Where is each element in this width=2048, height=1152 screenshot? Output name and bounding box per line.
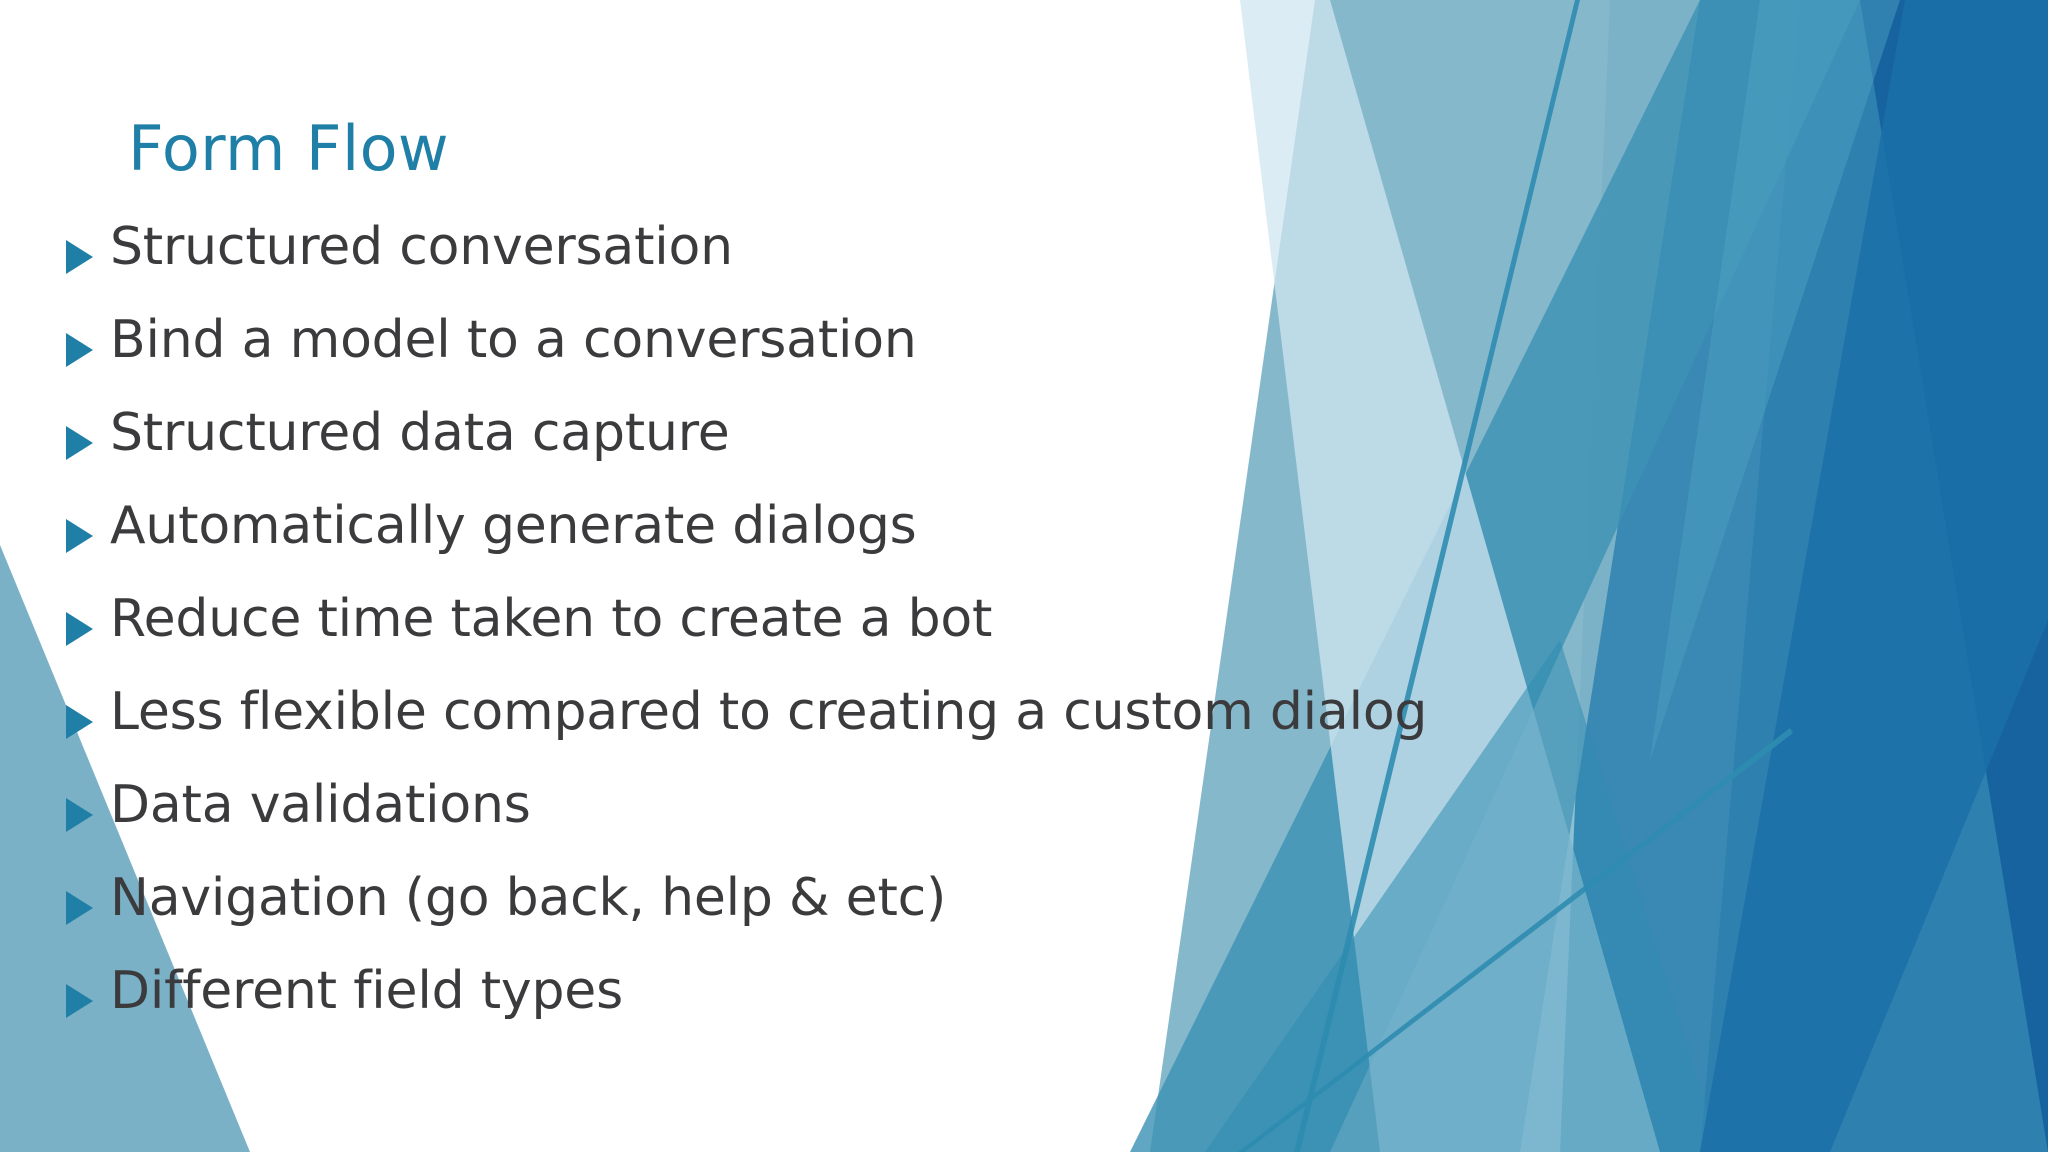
list-item-label: Less flexible compared to creating a cus… bbox=[110, 682, 1428, 742]
list-item[interactable]: Automatically generate dialogs bbox=[62, 497, 1542, 590]
slide-content: Form Flow Structured conversation Bind a… bbox=[62, 112, 1542, 1055]
triangle-bullet-icon bbox=[62, 703, 96, 741]
triangle-bullet-icon bbox=[62, 517, 96, 555]
list-item[interactable]: Navigation (go back, help & etc) bbox=[62, 869, 1542, 962]
list-item[interactable]: Bind a model to a conversation bbox=[62, 311, 1542, 404]
decor-shape-slim-band bbox=[1700, 0, 2048, 1152]
list-item[interactable]: Data validations bbox=[62, 776, 1542, 869]
list-item[interactable]: Structured data capture bbox=[62, 404, 1542, 497]
list-item[interactable]: Reduce time taken to create a bot bbox=[62, 590, 1542, 683]
triangle-bullet-icon bbox=[62, 889, 96, 927]
list-item[interactable]: Different field types bbox=[62, 962, 1542, 1055]
triangle-bullet-icon bbox=[62, 331, 96, 369]
triangle-bullet-icon bbox=[62, 238, 96, 276]
decor-shape-right-steel bbox=[1560, 0, 2048, 1152]
list-item-label: Structured data capture bbox=[110, 403, 730, 463]
list-item-label: Automatically generate dialogs bbox=[110, 496, 917, 556]
decor-shape-right-dark bbox=[1700, 0, 2048, 1152]
list-item-label: Reduce time taken to create a bot bbox=[110, 589, 993, 649]
triangle-bullet-icon bbox=[62, 424, 96, 462]
list-item-label: Bind a model to a conversation bbox=[110, 310, 917, 370]
list-item[interactable]: Less flexible compared to creating a cus… bbox=[62, 683, 1542, 776]
list-item-label: Structured conversation bbox=[110, 217, 733, 277]
triangle-bullet-icon bbox=[62, 796, 96, 834]
triangle-bullet-icon bbox=[62, 982, 96, 1020]
bullet-list: Structured conversation Bind a model to … bbox=[62, 218, 1542, 1055]
triangle-bullet-icon bbox=[62, 610, 96, 648]
decor-shape-highlight bbox=[1650, 0, 1900, 760]
slide-title: Form Flow bbox=[128, 112, 450, 185]
list-item[interactable]: Structured conversation bbox=[62, 218, 1542, 311]
list-item-label: Different field types bbox=[110, 961, 623, 1021]
list-item-label: Data validations bbox=[110, 775, 531, 835]
list-item-label: Navigation (go back, help & etc) bbox=[110, 868, 947, 928]
